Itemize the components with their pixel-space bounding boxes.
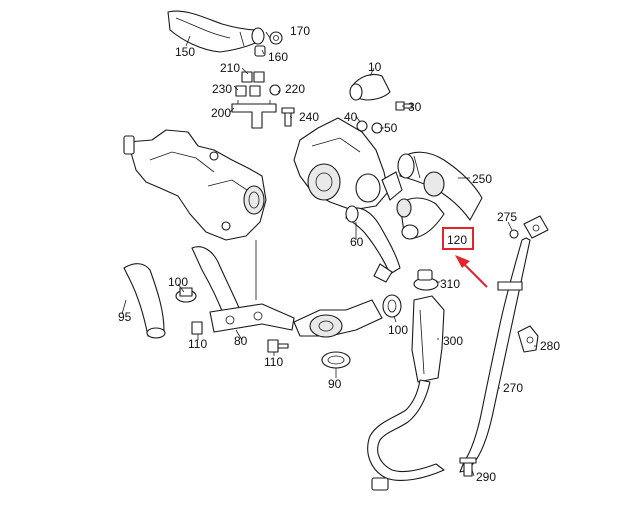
part-170-clamp xyxy=(269,31,283,45)
part-100-clamp-right xyxy=(382,294,402,318)
part-200-bracket xyxy=(231,100,277,129)
part-40-gasket xyxy=(356,120,368,132)
part-150-air-duct xyxy=(167,10,265,53)
callout-120: 120 xyxy=(447,233,467,247)
callout-310: 310 xyxy=(440,277,460,291)
part-290-bolt xyxy=(459,457,477,477)
callout-100-left: 100 xyxy=(168,275,188,289)
part-10-elbow xyxy=(349,73,391,101)
highlight-annotation xyxy=(442,227,488,288)
callout-110-b: 110 xyxy=(264,355,283,369)
lower-pipe xyxy=(367,379,445,491)
callout-90: 90 xyxy=(328,377,342,391)
callout-210: 210 xyxy=(220,61,240,75)
highlight-arrow-head xyxy=(455,255,470,268)
left-housing-assembly xyxy=(123,129,267,241)
part-220-clamp xyxy=(269,84,281,96)
part-120-hose-elbow xyxy=(396,197,445,240)
callout-250: 250 xyxy=(472,172,492,186)
part-270-return-pipe xyxy=(459,237,531,473)
part-310-clamp xyxy=(413,269,439,291)
part-160-clip xyxy=(254,45,266,57)
callout-110-a: 110 xyxy=(188,337,207,351)
callout-100-right: 100 xyxy=(388,323,408,337)
part-95-hose xyxy=(123,263,166,339)
callout-280: 280 xyxy=(540,339,560,353)
part-275-sensor xyxy=(509,215,549,239)
highlight-box-120 xyxy=(442,227,474,250)
callout-30: 30 xyxy=(408,100,422,114)
callout-200: 200 xyxy=(211,106,231,120)
part-230-bolt xyxy=(235,85,261,97)
callout-50: 50 xyxy=(384,121,398,135)
callout-240: 240 xyxy=(299,110,319,124)
callout-80: 80 xyxy=(234,334,248,348)
callout-290: 290 xyxy=(476,470,496,484)
callout-300: 300 xyxy=(443,334,463,348)
part-110-bolt-a xyxy=(191,321,203,335)
exhaust-connector xyxy=(293,299,383,338)
leader-lines xyxy=(121,31,536,477)
callout-95: 95 xyxy=(118,310,132,324)
callout-220: 220 xyxy=(285,82,305,96)
part-80-bracket xyxy=(209,303,295,333)
part-90-clamp-ring xyxy=(321,351,351,369)
part-210-nut xyxy=(241,71,265,83)
callout-160: 160 xyxy=(268,50,288,64)
part-240-bolt xyxy=(281,107,295,127)
callout-150: 150 xyxy=(175,45,195,59)
part-250-intake-hose xyxy=(397,151,483,221)
part-110-bolt-b xyxy=(267,339,289,353)
callout-60: 60 xyxy=(350,235,364,249)
part-280-bracket xyxy=(517,325,539,353)
left-duct xyxy=(191,246,241,317)
part-100-clamp-left xyxy=(175,287,197,303)
callout-40: 40 xyxy=(344,110,358,124)
callout-275: 275 xyxy=(497,210,517,224)
callout-10: 10 xyxy=(368,60,382,74)
callout-230: 230 xyxy=(212,82,232,96)
highlight-arrow xyxy=(461,261,488,288)
callout-labels: 150 170 160 210 230 220 200 240 10 30 40… xyxy=(118,24,560,484)
turbocharger-body xyxy=(293,117,403,211)
callout-270: 270 xyxy=(503,381,523,395)
callout-170: 170 xyxy=(290,24,310,38)
part-300-heat-shield xyxy=(411,295,445,383)
